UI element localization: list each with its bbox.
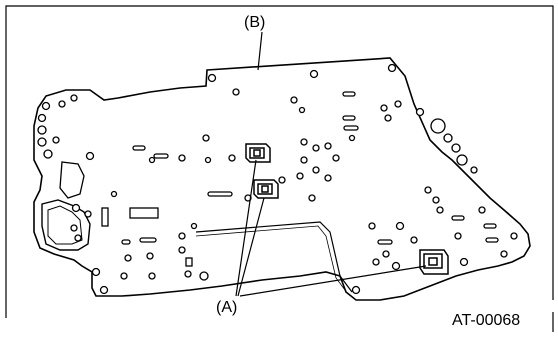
gasket-line-inner	[195, 225, 349, 295]
callout-label-b: (B)	[244, 14, 266, 31]
gasket-line	[195, 221, 353, 293]
filter-component-2	[253, 179, 279, 199]
left-upper-pocket	[59, 161, 85, 199]
left-lower-pocket-inner	[47, 205, 83, 245]
top-holes	[207, 63, 478, 174]
frame-border	[5, 5, 554, 332]
leader-line-b	[257, 31, 263, 71]
center-holes	[84, 134, 356, 281]
callout-label-a: (A)	[216, 299, 238, 316]
filter-component-3	[419, 249, 449, 275]
lower-right-holes	[351, 186, 518, 295]
leader-line-a-3	[239, 265, 427, 297]
figure-id: AT-00068	[452, 312, 521, 329]
filter-component-1	[245, 143, 271, 163]
leader-line-a-1	[235, 159, 257, 297]
plate-slots	[101, 91, 499, 267]
left-lower-pocket	[41, 199, 91, 251]
leader-line-a-2	[237, 197, 265, 297]
left-edge-holes	[37, 94, 109, 295]
